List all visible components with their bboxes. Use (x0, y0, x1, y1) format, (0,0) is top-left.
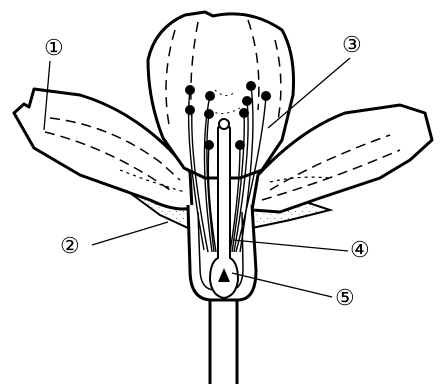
flower-stalk (210, 300, 237, 384)
callout-4: ④ (350, 240, 370, 262)
callout-2: ② (60, 236, 80, 258)
callout-5: ⑤ (335, 288, 355, 310)
leader-line-2 (92, 222, 168, 245)
callout-3: ③ (342, 35, 362, 57)
callout-1: ① (44, 38, 64, 60)
